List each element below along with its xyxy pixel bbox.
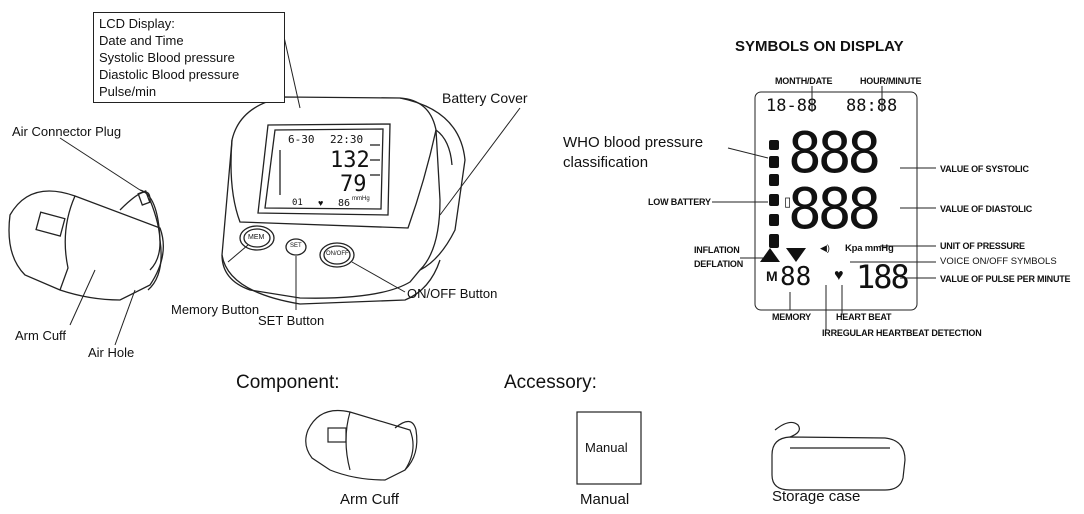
mem-button[interactable]: MEM xyxy=(248,234,265,241)
voice-icon: ◀) xyxy=(820,243,830,253)
lcd-pulse: 188 xyxy=(856,258,910,296)
heart-beat-label: HEART BEAT xyxy=(836,312,892,322)
lcd-display-callout: LCD Display: Date and Time Systolic Bloo… xyxy=(93,12,285,103)
set-button[interactable]: SET xyxy=(290,243,302,249)
storage-case-caption: Storage case xyxy=(772,488,861,505)
battery-cover-label: Battery Cover xyxy=(442,90,528,106)
voice-label: VOICE ON/OFF SYMBOLS xyxy=(940,256,1057,267)
device-systolic: 132 xyxy=(330,148,370,173)
deflation-label: DEFLATION xyxy=(694,259,744,269)
symbols-title: SYMBOLS ON DISPLAY xyxy=(735,38,904,55)
lcd-time: 88:88 xyxy=(846,96,898,116)
device-unit: mmHg xyxy=(352,196,370,202)
lcd-units: Kpa mmHg xyxy=(845,243,894,254)
screen-frame xyxy=(257,123,391,216)
manual-box-text: Manual xyxy=(585,440,628,455)
arm-cuff-small-shape xyxy=(305,409,414,481)
lcd-callout-line-1: LCD Display: xyxy=(99,16,175,31)
lcd-memory: 88 xyxy=(780,262,812,292)
onoff-button-label: ON/OFF Button xyxy=(407,286,498,301)
month-date-label: MONTH/DATE xyxy=(775,76,833,86)
lcd-callout-line-5: Pulse/min xyxy=(99,84,157,99)
low-battery-icon: ▯ xyxy=(784,194,792,209)
arm-cuff-shape xyxy=(8,190,164,301)
device-time: 22:30 xyxy=(330,133,364,146)
component-heading: Component: xyxy=(236,372,340,393)
device-date: 6-30 xyxy=(288,133,315,146)
set-button-shape xyxy=(285,238,307,256)
air-hole-label: Air Hole xyxy=(88,345,135,360)
air-connector-plug-label: Air Connector Plug xyxy=(12,124,122,139)
who-label-line1: WHO blood pressure xyxy=(563,134,704,151)
lcd-callout-line-4: Diastolic Blood pressure xyxy=(99,67,240,82)
value-diastolic-label: VALUE OF DIASTOLIC xyxy=(940,204,1033,214)
who-label-line2: classification xyxy=(563,154,649,171)
lcd-systolic: 888 xyxy=(788,121,881,186)
lcd-callout-line-2: Date and Time xyxy=(99,33,184,48)
manual-caption: Manual xyxy=(580,491,630,508)
heart-icon: ♥ xyxy=(834,267,844,284)
unit-pressure-label: UNIT OF PRESSURE xyxy=(940,241,1025,251)
device-memory: 01 xyxy=(292,198,303,208)
device-heart-icon: ♥ xyxy=(318,198,324,208)
memory-label: MEMORY xyxy=(772,312,811,322)
low-battery-label: LOW BATTERY xyxy=(648,197,711,207)
value-pulse-label: VALUE OF PULSE PER MINUTE xyxy=(940,274,1071,284)
lcd-date: 18-88 xyxy=(766,96,818,116)
lcd-m: M xyxy=(766,268,778,284)
accessory-heading: Accessory: xyxy=(504,372,597,393)
hour-minute-label: HOUR/MINUTE xyxy=(860,76,922,86)
set-button-label: SET Button xyxy=(258,313,325,328)
inflation-label: INFLATION xyxy=(694,245,740,255)
device-diastolic: 79 xyxy=(340,172,367,197)
storage-case-shape xyxy=(771,436,906,491)
mem-button-shape xyxy=(239,225,275,251)
lcd-diastolic: 888 xyxy=(788,177,881,242)
lcd-callout-line-3: Systolic Blood pressure xyxy=(99,50,235,65)
manual-box xyxy=(576,411,642,485)
value-systolic-label: VALUE OF SYSTOLIC xyxy=(940,164,1029,174)
irregular-heartbeat-label: IRREGULAR HEARTBEAT DETECTION xyxy=(822,328,982,338)
arm-cuff-caption: Arm Cuff xyxy=(340,491,399,508)
device-pulse: 86 xyxy=(338,198,351,209)
memory-button-label: Memory Button xyxy=(171,302,260,317)
symbols-lcd-frame xyxy=(754,91,918,311)
onoff-button[interactable]: ON/OFF xyxy=(326,251,349,257)
arm-cuff-label: Arm Cuff xyxy=(15,328,67,343)
